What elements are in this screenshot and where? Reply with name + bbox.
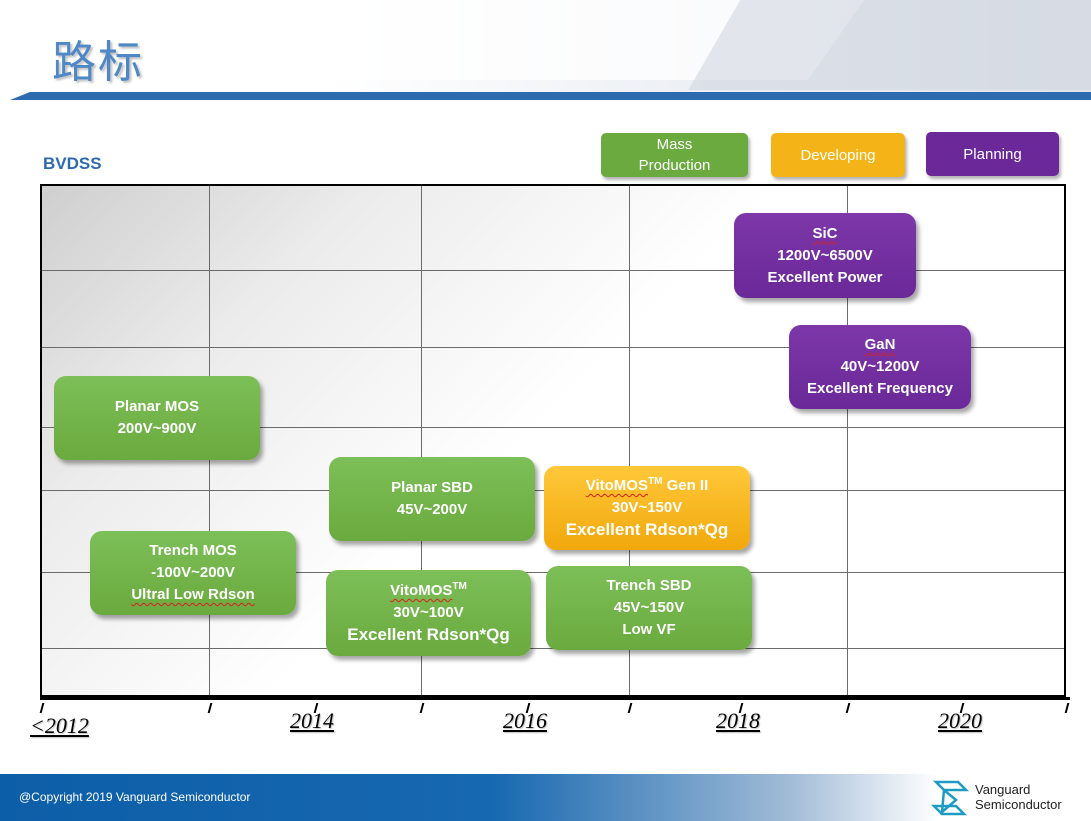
- product-voltage: 45V~200V: [396, 501, 468, 518]
- product-name-line: VitoMOSTM Gen II: [586, 475, 709, 497]
- x-axis-line: [40, 697, 1070, 700]
- product-feature: Excellent Rdson*Qg: [565, 520, 729, 539]
- product-voltage: 30V~100V: [393, 604, 464, 621]
- product-planar-sbd: Planar SBD 45V~200V: [329, 457, 535, 541]
- product-name: VitoMOS: [390, 582, 453, 599]
- x-axis-label-2016: 2016: [503, 708, 547, 733]
- product-sic: SiC 1200V~6500V Excellent Power: [734, 213, 916, 298]
- x-axis-label-2012: <2012: [30, 713, 89, 738]
- product-gan: GaN 40V~1200V Excellent Frequency: [789, 325, 971, 409]
- product-feature: Excellent Rdson*Qg: [347, 625, 510, 644]
- footer-band: [0, 774, 1091, 821]
- product-trench-mos: Trench MOS -100V~200V Ultral Low Rdson: [90, 531, 296, 615]
- y-axis-label: BVDSS: [43, 154, 102, 173]
- page-title: 路标: [52, 37, 144, 88]
- legend-planning: Planning: [926, 132, 1059, 176]
- product-name: Planar MOS: [114, 398, 200, 415]
- product-name-line: VitoMOSTM: [390, 580, 467, 602]
- product-vitomos-gen2: VitoMOSTM Gen II 30V~150V Excellent Rdso…: [544, 466, 750, 550]
- grid-hline: [42, 270, 1064, 271]
- product-feature: Low VF: [622, 621, 676, 638]
- product-voltage: 30V~150V: [611, 499, 683, 516]
- product-planar-mos: Planar MOS 200V~900V: [54, 376, 260, 460]
- product-name: Trench SBD: [606, 577, 692, 594]
- grid-hline: [42, 347, 1064, 348]
- x-axis-label-2018: 2018: [716, 708, 760, 733]
- product-feature: Excellent Frequency: [807, 380, 953, 397]
- header-divider: [10, 92, 1091, 100]
- x-axis-label-2014: 2014: [290, 708, 334, 733]
- product-feature: Excellent Power: [767, 268, 883, 286]
- product-voltage: 45V~150V: [613, 599, 685, 616]
- product-voltage: 40V~1200V: [840, 358, 920, 375]
- product-name: Trench MOS: [149, 542, 237, 559]
- product-name: VitoMOS: [585, 477, 648, 494]
- x-axis-label-2020: 2020: [938, 708, 982, 733]
- product-voltage: 1200V~6500V: [777, 246, 873, 264]
- x-axis-tick: [627, 703, 633, 713]
- product-feature: Ultral Low Rdson: [131, 586, 255, 603]
- product-name-suffix: Gen II: [662, 477, 709, 494]
- x-axis-tick: [845, 703, 851, 713]
- product-name: SiC: [812, 224, 838, 242]
- trademark: TM: [647, 476, 663, 487]
- grid-hline: [42, 427, 1064, 428]
- product-voltage: -100V~200V: [151, 564, 235, 581]
- footer: @Copyright 2019 Vanguard Semiconductor V…: [0, 774, 1091, 821]
- product-vitomos: VitoMOSTM 30V~100V Excellent Rdson*Qg: [326, 570, 531, 656]
- x-axis-tick: [39, 703, 45, 713]
- legend-developing: Developing: [771, 133, 905, 177]
- grid-vline: [629, 186, 630, 695]
- product-voltage: 200V~900V: [117, 420, 197, 437]
- vanguard-logo-icon: [930, 780, 970, 816]
- copyright-text: @Copyright 2019 Vanguard Semiconductor: [19, 790, 251, 804]
- x-axis-tick: [1064, 703, 1070, 713]
- product-name: GaN: [864, 336, 896, 353]
- brand-line-2: Semiconductor: [975, 797, 1062, 812]
- product-trench-sbd: Trench SBD 45V~150V Low VF: [546, 566, 752, 650]
- x-axis-tick: [207, 703, 213, 713]
- grid-vline: [847, 186, 848, 695]
- product-name: Planar SBD: [391, 479, 473, 496]
- trademark: TM: [452, 581, 467, 592]
- brand-line-1: Vanguard: [975, 782, 1031, 797]
- header-decoration-2: [688, 0, 1091, 90]
- brand-name: Vanguard Semiconductor: [975, 782, 1062, 812]
- legend-mass-production: Mass Production: [601, 133, 748, 177]
- grid-vline: [421, 186, 422, 695]
- x-axis-tick: [419, 703, 425, 713]
